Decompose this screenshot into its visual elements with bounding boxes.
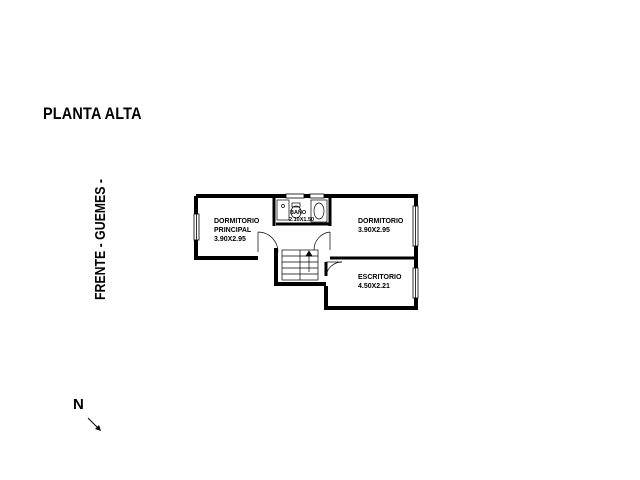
doors [257,231,343,277]
room-name: DORMITORIO [358,218,404,225]
room-name: BAÑO [290,209,307,216]
windows [193,193,419,299]
room-dims: 3.90X2.95 [358,227,390,234]
room-label-escritorio: ESCRITORIO 4.50X2.21 [358,274,402,290]
bathroom-fixtures [276,199,328,223]
room-label-dormitorio: DORMITORIO 3.90X2.95 [358,218,404,234]
room-label-bano: BAÑO 2.10X1.50 [289,209,314,223]
room-name: ESCRITORIO [358,274,402,281]
room-label-dormitorio-principal: DORMITORIO PRINCIPAL 3.90X2.95 [214,218,260,243]
room-dims: 4.50X2.21 [358,283,390,290]
room-name: DORMITORIO [214,218,260,225]
room-name-line2: PRINCIPAL [214,227,252,234]
room-dims: 2.10X1.50 [289,217,314,223]
room-dims: 3.90X2.95 [214,236,246,243]
staircase [281,249,319,281]
interior-walls [272,196,416,276]
plan-title: PLANTA ALTA [43,104,142,123]
north-arrow-icon [87,417,101,431]
north-label: N [73,396,84,413]
